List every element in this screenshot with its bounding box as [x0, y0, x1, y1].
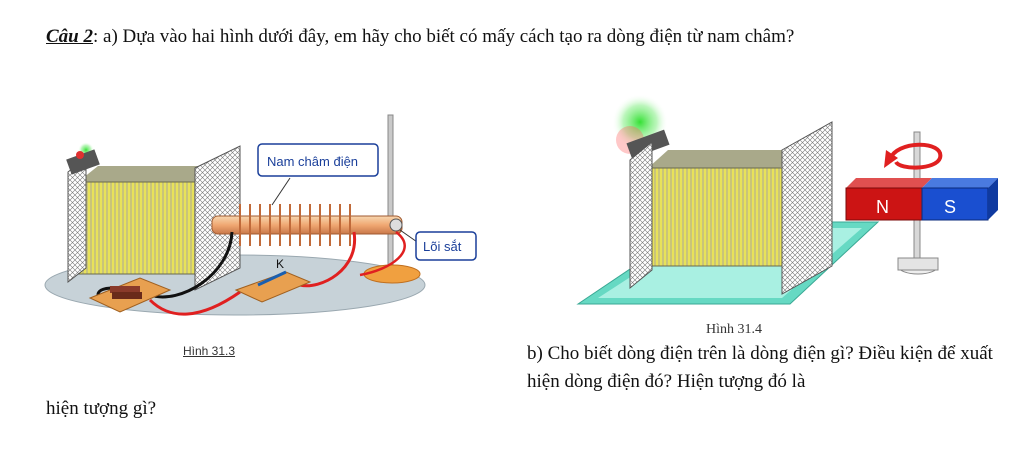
callout-core: Lõi sắt: [423, 239, 462, 254]
magnet-south: [921, 187, 989, 221]
battery-icon: [110, 286, 142, 299]
fig2-mesh-right: [781, 121, 833, 295]
figure-31-3-caption: Hình 31.3: [183, 344, 236, 358]
stand-base: [363, 264, 421, 284]
fig2-mesh-left: [629, 140, 653, 290]
bulb-holder: [66, 149, 100, 175]
callout-pointer-1: [271, 177, 291, 206]
electromagnet-windings: [239, 204, 351, 246]
magnet-south-label: S: [944, 197, 956, 217]
magnet-south-side: [988, 178, 998, 220]
question-text: : a) Dựa vào hai hình dưới đây, em hãy c…: [93, 26, 795, 47]
stand-rod: [387, 114, 394, 276]
fig2-coil-top: [648, 150, 800, 168]
fig2-coil-block: [647, 167, 783, 267]
fig2-stand-base-side: [897, 257, 939, 271]
magnet-south-top: [922, 178, 998, 188]
wire-red-1: [299, 231, 357, 288]
part-b-text: b) Cho biết dòng điện trên là dòng điện …: [527, 343, 993, 392]
magnet-north-label: N: [876, 197, 889, 217]
figure-31-4-caption: Hình 31.4: [706, 322, 762, 337]
magnet-north: [845, 187, 923, 221]
callout-box-core: [415, 231, 477, 261]
mesh-left: [67, 156, 87, 284]
callout-box-electromagnet: [257, 143, 379, 177]
wire-red-2: [148, 290, 241, 316]
switch-label: K: [276, 257, 284, 271]
callout-electromagnet: Nam châm điện: [267, 154, 358, 169]
rotation-arrowhead-icon: [884, 150, 898, 168]
coil-block: [77, 181, 197, 275]
switch-lever: [257, 270, 287, 287]
bulb-icon: [76, 151, 84, 159]
core-end: [389, 218, 403, 232]
switch-board: [234, 271, 312, 303]
wire-red-3: [359, 231, 406, 277]
question-label: Câu 2: [46, 26, 93, 47]
magnet-north-top: [846, 178, 932, 188]
rotation-arrow-icon: [888, 142, 943, 170]
coil-block-top: [78, 166, 215, 182]
part-b-continuation: hiện tượng gì?: [46, 398, 157, 419]
fig2-bulb-holder: [626, 129, 670, 159]
question-line: Câu 2: a) Dựa vào hai hình dưới đây, em …: [46, 26, 794, 48]
